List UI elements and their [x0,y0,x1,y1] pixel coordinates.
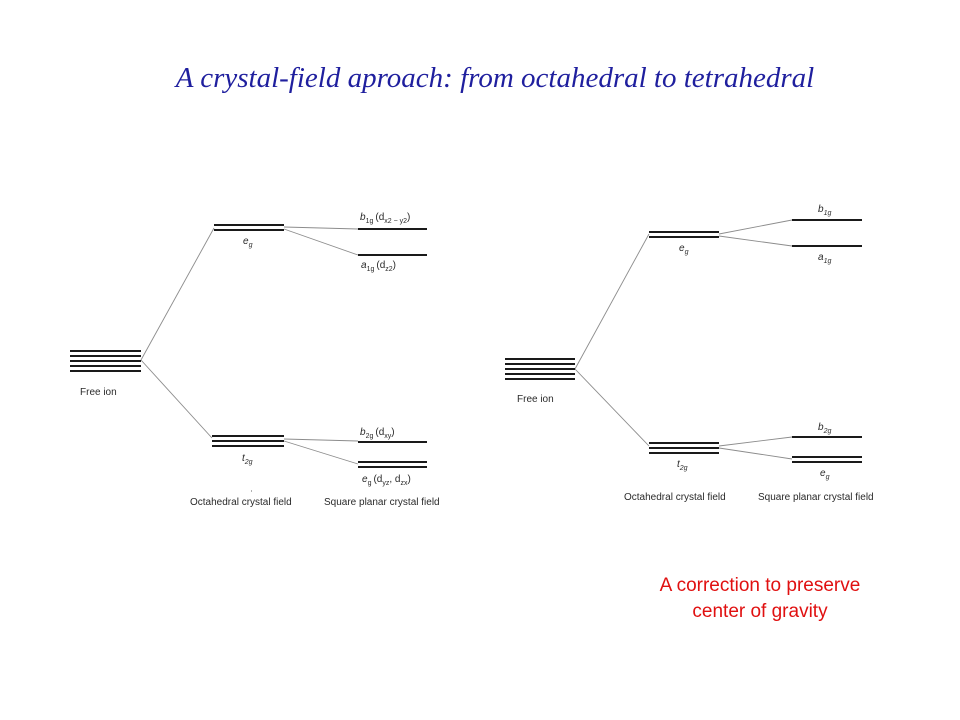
right-square-planar-caption: Square planar crystal field [758,492,874,503]
gravity-correction-note: A correction to preserve center of gravi… [610,573,910,625]
right-eg-label: eg [679,243,689,256]
left-b2g-label: b2g(dxy) [360,427,395,440]
right-eg-square-label: eg [820,468,830,481]
right-connectors [574,219,793,460]
right-a1g-label: a1g [818,252,831,265]
left-octahedral-caption: Octahedral crystal field [190,497,292,508]
right-free-ion-label: Free ion [517,394,554,405]
right-square-planar-levels [792,219,862,463]
right-b1g-label: b1g [818,204,831,217]
left-b1g-label: b1g(dx2 − y2) [360,212,410,225]
right-eg-levels [649,231,719,238]
left-square-planar-levels [358,228,427,468]
slide-title: A crystal-field aproach: from octahedral… [175,62,815,94]
left-t2g-label: t2g [242,453,253,466]
left-connectors [140,226,359,465]
left-diagram: Free ion eg t2g b1g(dx2 − y2) a1g(dz2) b… [70,212,440,508]
left-a1g-label: a1g(dz2) [361,260,396,273]
left-t2g-levels [212,435,284,447]
right-free-ion-levels [505,358,575,380]
left-square-planar-caption: Square planar crystal field [324,497,440,508]
left-free-ion-levels [70,350,141,372]
left-eg-levels [214,224,284,231]
note-line-1: A correction to preserve [659,575,861,596]
right-t2g-label: t2g [677,459,688,472]
note-line-2: center of gravity [692,601,828,622]
left-free-ion-label: Free ion [80,387,117,398]
right-diagram: Free ion eg t2g b1g a1g b2g eg Octahedra… [505,204,874,503]
right-octahedral-caption: Octahedral crystal field [624,492,726,503]
right-t2g-levels [649,442,719,454]
left-eg-square-label: eg(dyz, dzx) [362,474,411,487]
left-eg-label: eg [243,236,253,249]
right-b2g-label: b2g [818,422,831,435]
